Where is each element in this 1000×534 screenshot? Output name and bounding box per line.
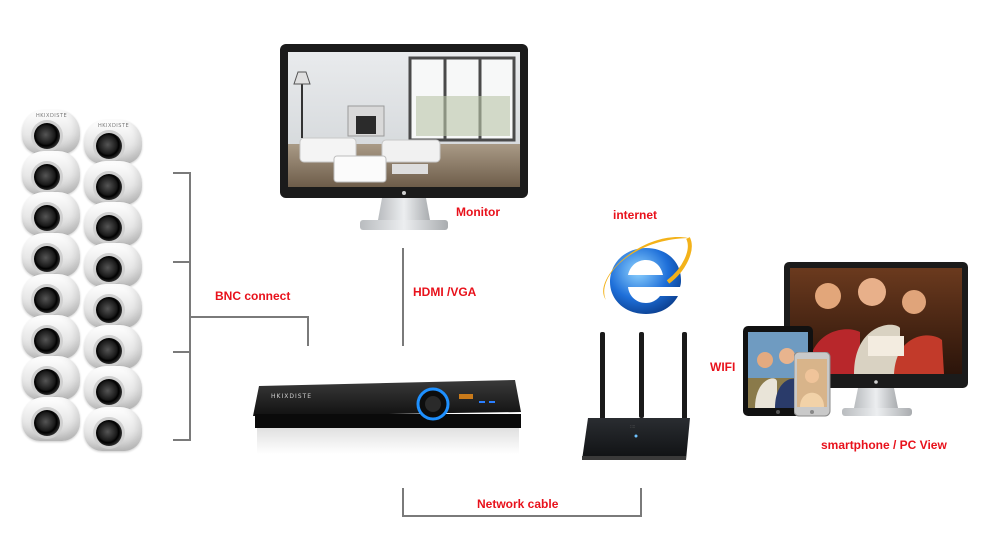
bnc-link-horizontal <box>189 316 309 318</box>
hdmi-vga-line <box>402 248 404 346</box>
monitor-label: Monitor <box>456 205 500 219</box>
dome-camera-icon <box>22 274 82 318</box>
bnc-bracket-tick-4 <box>173 439 191 441</box>
dome-camera-icon <box>22 192 82 236</box>
dome-camera-icon <box>84 407 144 451</box>
dome-camera-icon <box>84 366 144 410</box>
bnc-bracket-tick-2 <box>173 261 191 263</box>
bnc-bracket-vertical <box>189 172 191 441</box>
smartphone-icon <box>794 352 831 417</box>
bnc-bracket-tick-3 <box>173 351 191 353</box>
network-cable-bottom <box>402 515 642 517</box>
router-icon: :::: <box>582 332 690 460</box>
monitor-icon <box>280 44 528 230</box>
hdmi-vga-label: HDMI /VGA <box>413 285 477 299</box>
dome-camera-icon: HKIXDISTE <box>22 110 82 154</box>
internet-label: internet <box>613 208 658 222</box>
dome-camera-icon <box>84 243 144 287</box>
network-cable-right <box>640 488 642 517</box>
camera-brand-text: HKIXDISTE <box>36 113 68 119</box>
dome-camera-icon <box>84 161 144 205</box>
svg-text:::::: :::: <box>630 424 635 429</box>
dome-camera-icon <box>22 151 82 195</box>
bnc-link-down <box>307 316 309 346</box>
dome-camera-icon <box>22 356 82 400</box>
internet-explorer-icon <box>603 237 692 314</box>
camera-array: HKIXDISTE HKIXDISTE <box>22 110 152 470</box>
wifi-label: WIFI <box>710 360 736 374</box>
camera-brand-text: HKIXDISTE <box>98 123 130 129</box>
network-cable-label: Network cable <box>477 497 559 511</box>
bnc-connect-label: BNC connect <box>215 289 291 303</box>
dome-camera-icon: HKIXDISTE <box>84 120 144 164</box>
dvr-brand-text: HKIXDISTE <box>271 393 312 400</box>
dvr-icon: HKIXDISTE <box>253 380 521 454</box>
network-cable-left <box>402 488 404 517</box>
smartphone-pc-view-label: smartphone / PC View <box>821 438 947 452</box>
dome-camera-icon <box>22 397 82 441</box>
dome-camera-icon <box>84 284 144 328</box>
dome-camera-icon <box>84 325 144 369</box>
dome-camera-icon <box>22 315 82 359</box>
dome-camera-icon <box>22 233 82 277</box>
bnc-bracket-tick-1 <box>173 172 191 174</box>
dome-camera-icon <box>84 202 144 246</box>
